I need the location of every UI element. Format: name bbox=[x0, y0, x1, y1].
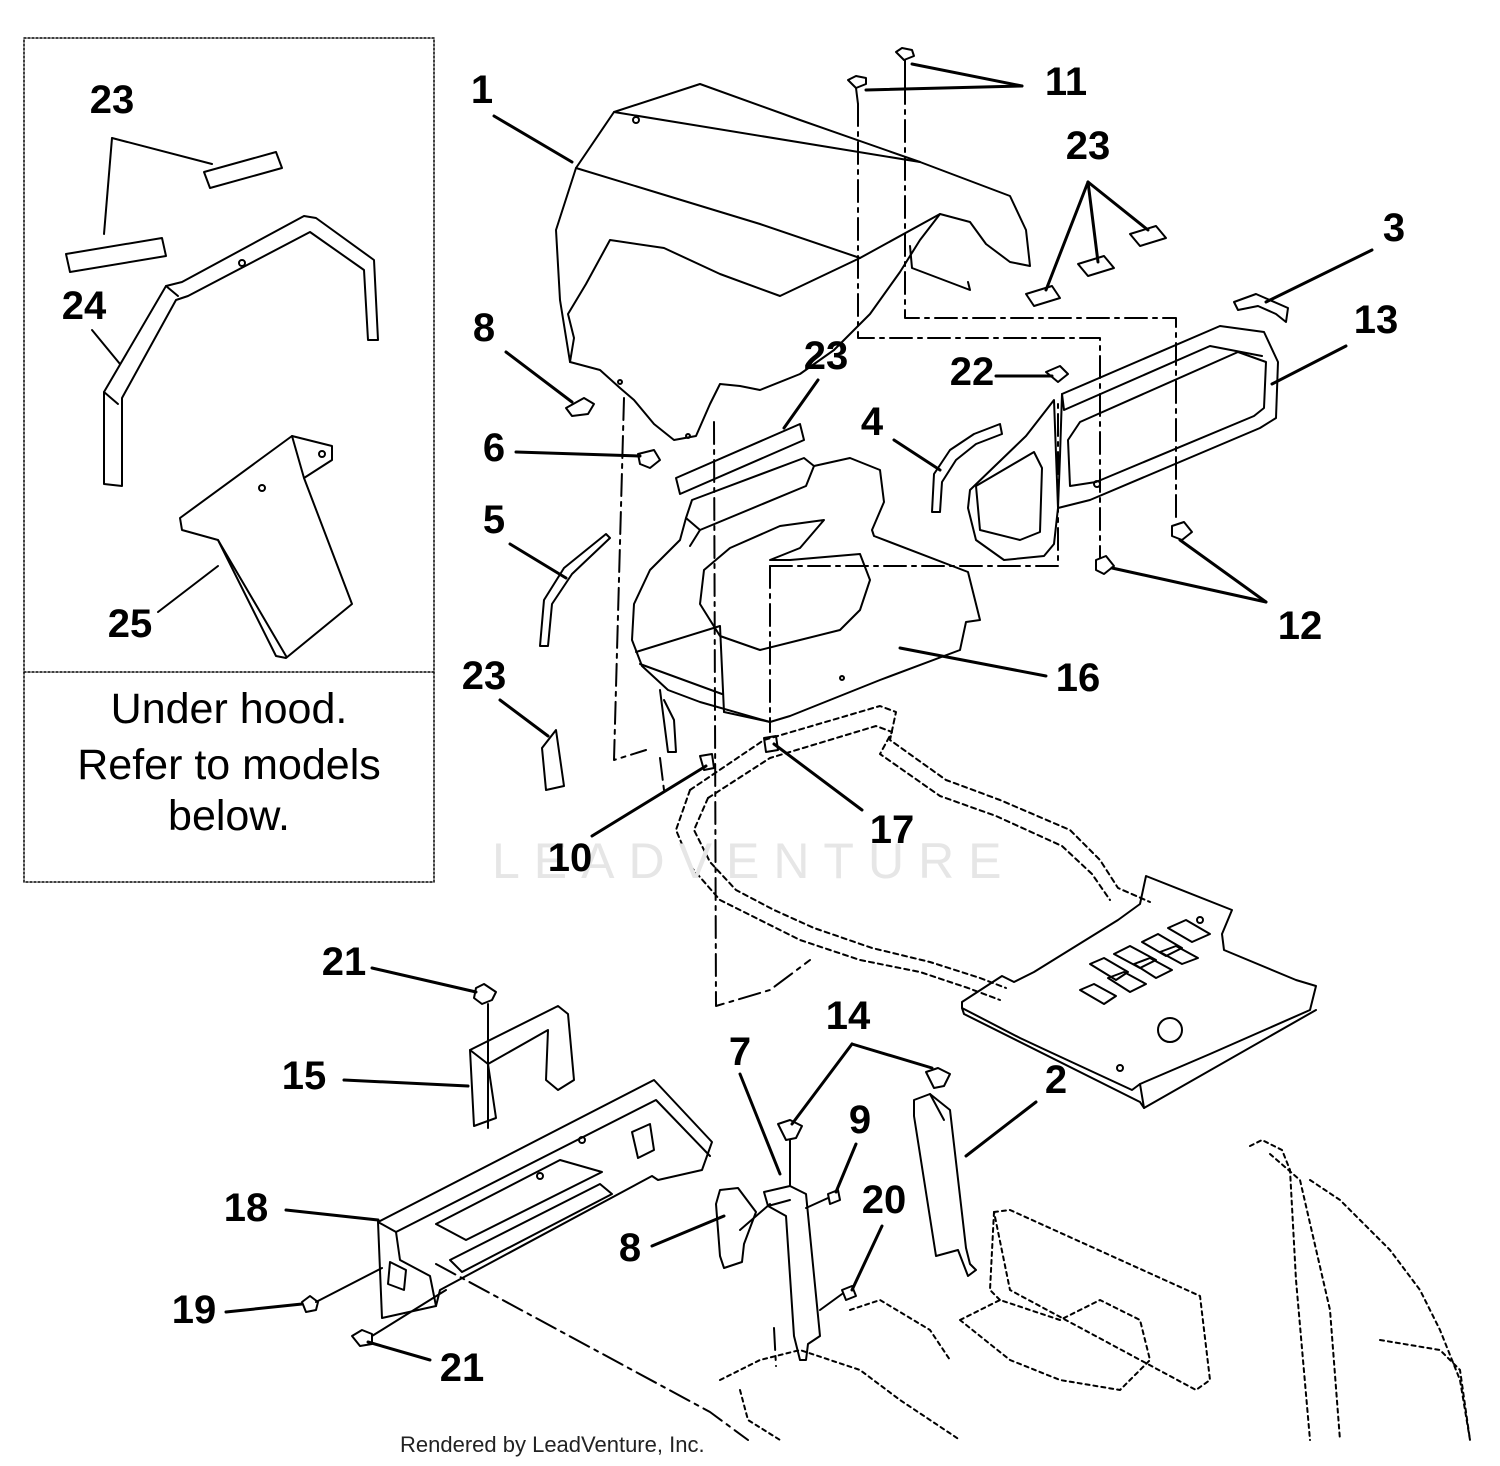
inset-decal-lower bbox=[65, 237, 167, 273]
callout-10: 10 bbox=[547, 836, 593, 880]
decal-strip-center bbox=[675, 423, 805, 495]
callout-24: 24 bbox=[61, 284, 107, 328]
dash-panel bbox=[967, 293, 1289, 561]
inset-panel bbox=[23, 37, 435, 883]
rail-18 bbox=[377, 1079, 713, 1319]
callout-11: 11 bbox=[1044, 60, 1088, 104]
callout-8-lower: 8 bbox=[618, 1226, 642, 1270]
fasteners bbox=[565, 47, 1193, 771]
bracket-8-lower bbox=[715, 1187, 757, 1269]
lens-5 bbox=[539, 533, 611, 647]
leader-lines bbox=[224, 62, 1374, 1362]
callout-23-inset: 23 bbox=[89, 78, 135, 122]
floor-plate bbox=[961, 875, 1317, 1109]
lower-fasteners bbox=[301, 983, 951, 1347]
callout-21-lower: 21 bbox=[439, 1346, 485, 1390]
inset-bracket-25 bbox=[179, 435, 353, 659]
chassis-frame bbox=[719, 1139, 1471, 1441]
callout-4: 4 bbox=[860, 400, 884, 444]
callout-13: 13 bbox=[1353, 298, 1399, 342]
trim-4 bbox=[931, 423, 1003, 513]
callout-3: 3 bbox=[1382, 206, 1406, 250]
callout-9: 9 bbox=[848, 1098, 872, 1142]
callout-22: 22 bbox=[949, 350, 995, 394]
inset-note-line-1: Under hood. bbox=[110, 685, 348, 733]
decal-triangle-left bbox=[541, 729, 565, 791]
callout-7: 7 bbox=[728, 1030, 752, 1074]
callout-23-top-right: 23 bbox=[1065, 124, 1111, 168]
callout-18: 18 bbox=[223, 1186, 269, 1230]
callout-20: 20 bbox=[861, 1178, 907, 1222]
support-7 bbox=[763, 1185, 821, 1361]
bracket-15 bbox=[469, 1005, 575, 1127]
inset-note-line-2: Refer to models bbox=[77, 740, 381, 789]
callout-2: 2 bbox=[1044, 1058, 1068, 1102]
inset-bracket-24 bbox=[103, 215, 379, 487]
callout-5: 5 bbox=[482, 498, 506, 542]
hood bbox=[555, 83, 1031, 441]
callout-23-center: 23 bbox=[803, 334, 849, 378]
support-2 bbox=[913, 1093, 977, 1277]
inset-note-line-3: below. bbox=[168, 792, 290, 841]
callout-17: 17 bbox=[869, 808, 915, 852]
footer-credit: Rendered by LeadVenture, Inc. bbox=[400, 1432, 705, 1457]
callout-14: 14 bbox=[825, 994, 871, 1038]
callout-1: 1 bbox=[470, 68, 494, 112]
callout-19: 19 bbox=[171, 1288, 217, 1332]
routing-lines bbox=[435, 81, 1177, 1441]
inset-decal-upper bbox=[203, 151, 283, 189]
callout-23-left: 23 bbox=[461, 654, 507, 698]
frame-outline bbox=[675, 705, 1151, 1001]
callout-8-upper: 8 bbox=[472, 306, 496, 350]
callout-15: 15 bbox=[281, 1054, 327, 1098]
callout-21-upper: 21 bbox=[321, 940, 367, 984]
decal-top-right-1 bbox=[1025, 285, 1061, 307]
callout-12: 12 bbox=[1277, 604, 1323, 648]
callout-16: 16 bbox=[1055, 656, 1101, 700]
decal-top-right-2 bbox=[1077, 255, 1115, 277]
callout-25: 25 bbox=[107, 602, 153, 646]
watermark: LEADVENTURE bbox=[492, 833, 1016, 889]
inset-note: Under hood. Refer to models below. bbox=[24, 672, 434, 882]
shroud bbox=[631, 457, 981, 753]
callout-6: 6 bbox=[482, 426, 506, 470]
